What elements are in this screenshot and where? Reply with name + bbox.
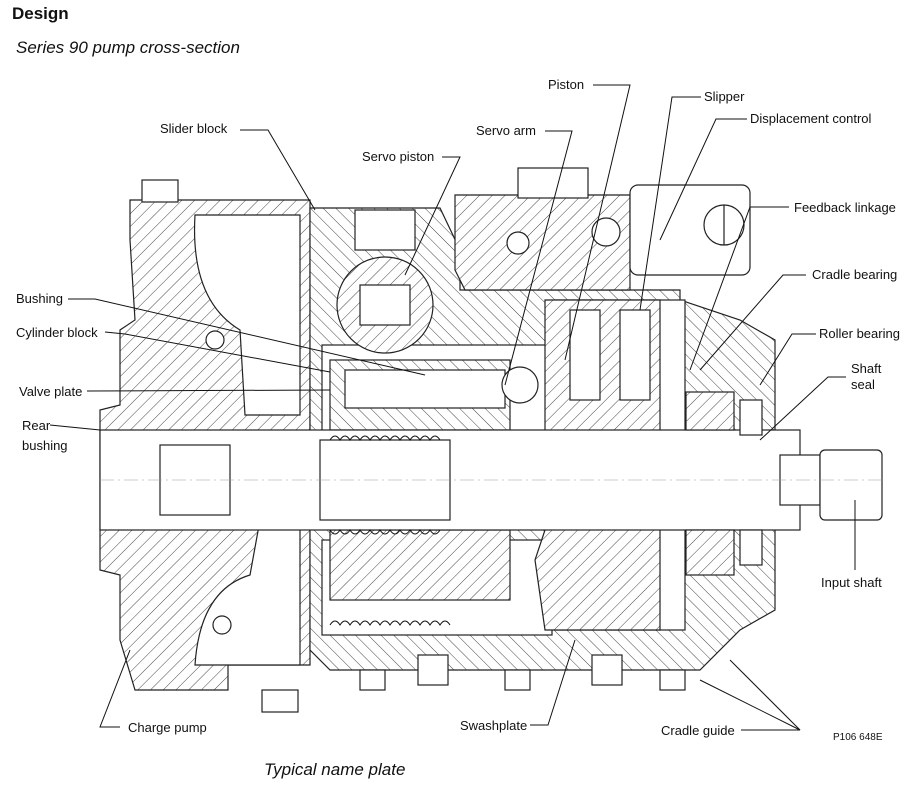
label-charge-pump: Charge pump <box>128 720 207 735</box>
figure-subtitle: Series 90 pump cross-section <box>16 38 240 57</box>
label-swashplate: Swashplate <box>460 718 528 733</box>
label-servo-arm: Servo arm <box>476 123 536 138</box>
drive-shaft <box>99 429 883 531</box>
displacement-control <box>454 167 751 291</box>
label-cradle-guide: Cradle guide <box>661 723 735 738</box>
cylinder-block <box>329 359 539 601</box>
page-title: Design <box>12 4 69 23</box>
servo-piston <box>336 209 434 354</box>
label-displacement-control: Displacement control <box>750 111 872 126</box>
label-rear-bushing: Rear bushing <box>22 418 68 453</box>
label-input-shaft: Input shaft <box>821 575 882 590</box>
bottom-bolts <box>359 654 686 691</box>
label-shaft-seal: Shaft seal <box>851 361 882 392</box>
leader-lines <box>49 84 856 731</box>
label-piston: Piston <box>548 77 585 92</box>
label-roller-bearing: Roller bearing <box>819 326 900 341</box>
label-valve-plate: Valve plate <box>19 384 83 399</box>
label-feedback-linkage: Feedback linkage <box>794 200 896 215</box>
figure-code: P106 648E <box>833 732 883 743</box>
label-slipper: Slipper <box>704 89 745 104</box>
label-slider-block: Slider block <box>160 121 228 136</box>
spring <box>329 435 451 626</box>
label-bushing: Bushing <box>16 291 63 306</box>
name-plate-caption: Typical name plate <box>264 760 406 779</box>
label-cradle-bearing: Cradle bearing <box>812 267 898 282</box>
label-servo-piston: Servo piston <box>362 149 435 164</box>
label-cylinder-block: Cylinder block <box>16 325 98 340</box>
roller-bearing <box>685 391 763 576</box>
